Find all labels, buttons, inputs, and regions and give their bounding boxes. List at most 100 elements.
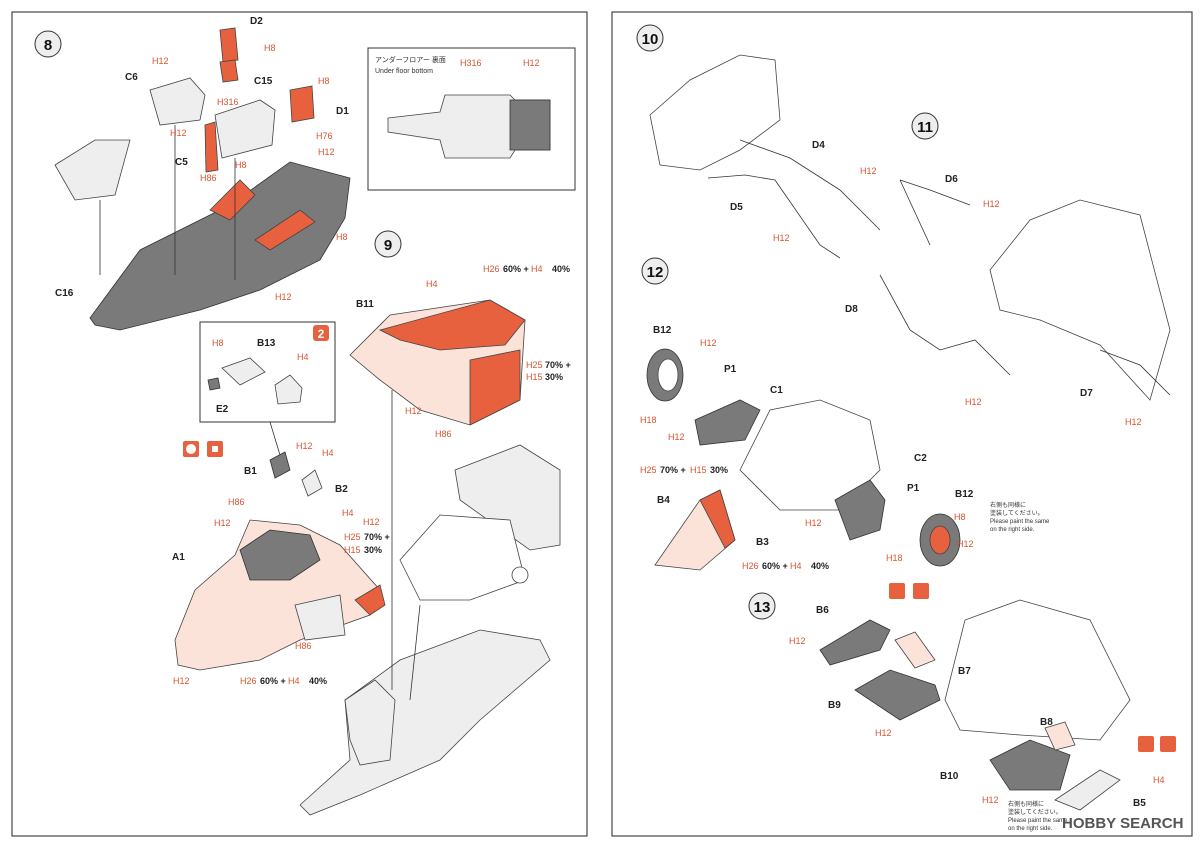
part-b2 [301, 469, 323, 497]
label-d2: D2 [250, 16, 263, 27]
part-d2 [219, 27, 239, 63]
sidepod-gray [294, 594, 346, 641]
sidepod-b6 [819, 619, 891, 666]
color-h12: H12 [214, 518, 231, 528]
glue-icon-mark [186, 444, 196, 454]
color-h12: H12 [983, 199, 1000, 209]
color-h12: H12 [965, 397, 982, 407]
label-d6: D6 [945, 174, 958, 185]
step-8b-parts: 2 H8 B13 H4 E2 H12 H4 B1 B2 A1 H86 H12 H… [172, 321, 390, 686]
label-b7: B7 [958, 666, 971, 677]
left-page-frame [11, 11, 588, 837]
part-b7 [894, 631, 936, 669]
color-h18: H18 [640, 415, 657, 425]
mirror-part [274, 374, 303, 405]
upright-c1 [694, 399, 761, 446]
color-h12: H12 [860, 166, 877, 176]
color-h12: H12 [173, 676, 190, 686]
label-b10: B10 [940, 771, 959, 782]
label-b9: B9 [828, 700, 841, 711]
color-h12: H12 [170, 128, 187, 138]
color-h8: H8 [235, 160, 247, 170]
color-h8: H8 [212, 338, 224, 348]
front-chassis-12 [739, 399, 881, 511]
mix-30: 30% [710, 465, 728, 475]
part-b1 [269, 451, 291, 479]
note-en1: Please paint the same [990, 519, 1050, 525]
color-h12: H12 [363, 517, 380, 527]
label-p1: P1 [724, 364, 737, 375]
chassis-13 [944, 599, 1131, 741]
step-11-number: 11 [917, 119, 933, 136]
floor-red-area-1 [209, 179, 256, 221]
label-b2: B2 [335, 484, 348, 495]
underfloor-label-en: Under floor bottom [375, 68, 433, 75]
note-en1: Please paint the same [1008, 818, 1068, 824]
rear-hub [511, 566, 529, 584]
color-h8: H8 [318, 76, 330, 86]
color-h12: H12 [805, 518, 822, 528]
color-h4: H4 [1153, 775, 1165, 785]
mix-30: 30% [364, 545, 382, 555]
note-jp: 右側も同様に [990, 501, 1026, 509]
color-h4: H4 [322, 448, 334, 458]
color-h8: H8 [954, 512, 966, 522]
wishbone-d6 [899, 179, 971, 246]
note-en2: on the right side. [990, 527, 1035, 533]
color-h15: H15 [690, 465, 707, 475]
step-10-number: 10 [642, 31, 659, 48]
step-12-badge [641, 257, 669, 285]
step-8: 8 D2 C6 C15 D1 C5 C16 H8 H12 H8 H316 H12… [34, 16, 576, 331]
rear-wing [454, 444, 561, 551]
label-d5: D5 [730, 202, 743, 213]
part-engine-cover [214, 99, 276, 159]
label-b13: B13 [257, 338, 276, 349]
part-b5 [1054, 769, 1121, 811]
engine-cover-red-side [469, 349, 521, 426]
color-h4: H4 [790, 561, 802, 571]
color-h4: H4 [531, 264, 543, 274]
step-9: 9 B11 H4 H26 60% + H4 40% H25 70% + H15 … [299, 230, 571, 816]
label-e2: E2 [216, 404, 229, 415]
mix-60: 60% + [260, 676, 286, 686]
color-h12: H12 [789, 636, 806, 646]
color-h4: H4 [426, 279, 438, 289]
part-b13 [221, 357, 266, 386]
color-h12: H12 [1125, 417, 1142, 427]
color-h18: H18 [886, 553, 903, 563]
note-jp: 右側も同様に [1008, 800, 1044, 808]
mix-60: 60% + [762, 561, 788, 571]
color-h86: H86 [200, 173, 217, 183]
part-c6 [149, 77, 206, 126]
label-b12: B12 [653, 325, 672, 336]
part-b9 [854, 669, 941, 721]
watermark: HOBBY SEARCH [1062, 815, 1183, 832]
color-h8: H8 [264, 43, 276, 53]
mix-60: 60% + [503, 264, 529, 274]
mix-70: 70% + [660, 465, 686, 475]
label-b12: B12 [955, 489, 974, 500]
engine-cover-red-top [378, 299, 526, 351]
note-jp2: 塗装してください。 [1008, 808, 1062, 816]
color-h12: H12 [405, 406, 422, 416]
step-8-badge [34, 30, 62, 58]
part-c15 [219, 59, 239, 83]
floor-red-area-2 [254, 209, 316, 251]
leader-line [269, 421, 281, 456]
label-a1: A1 [172, 552, 185, 563]
step-12: 12 B12 H12 P1 C1 H18 H12 C2 P1 B12 H12 H… [640, 257, 1050, 571]
paint-icon-mark [212, 446, 218, 452]
inset-2-number: 2 [318, 327, 325, 341]
right-page-frame [611, 11, 1193, 837]
duct-part [54, 139, 131, 201]
label-c16: C16 [55, 288, 74, 299]
part-d1 [289, 85, 315, 123]
step-13-number: 13 [754, 599, 771, 616]
color-h86: H86 [435, 429, 452, 439]
label-c1: C1 [770, 385, 783, 396]
color-h8: H8 [336, 232, 348, 242]
color-h316: H316 [460, 58, 482, 68]
color-h12: H12 [318, 147, 335, 157]
color-h86: H86 [295, 641, 312, 651]
glue-icon [889, 583, 905, 599]
